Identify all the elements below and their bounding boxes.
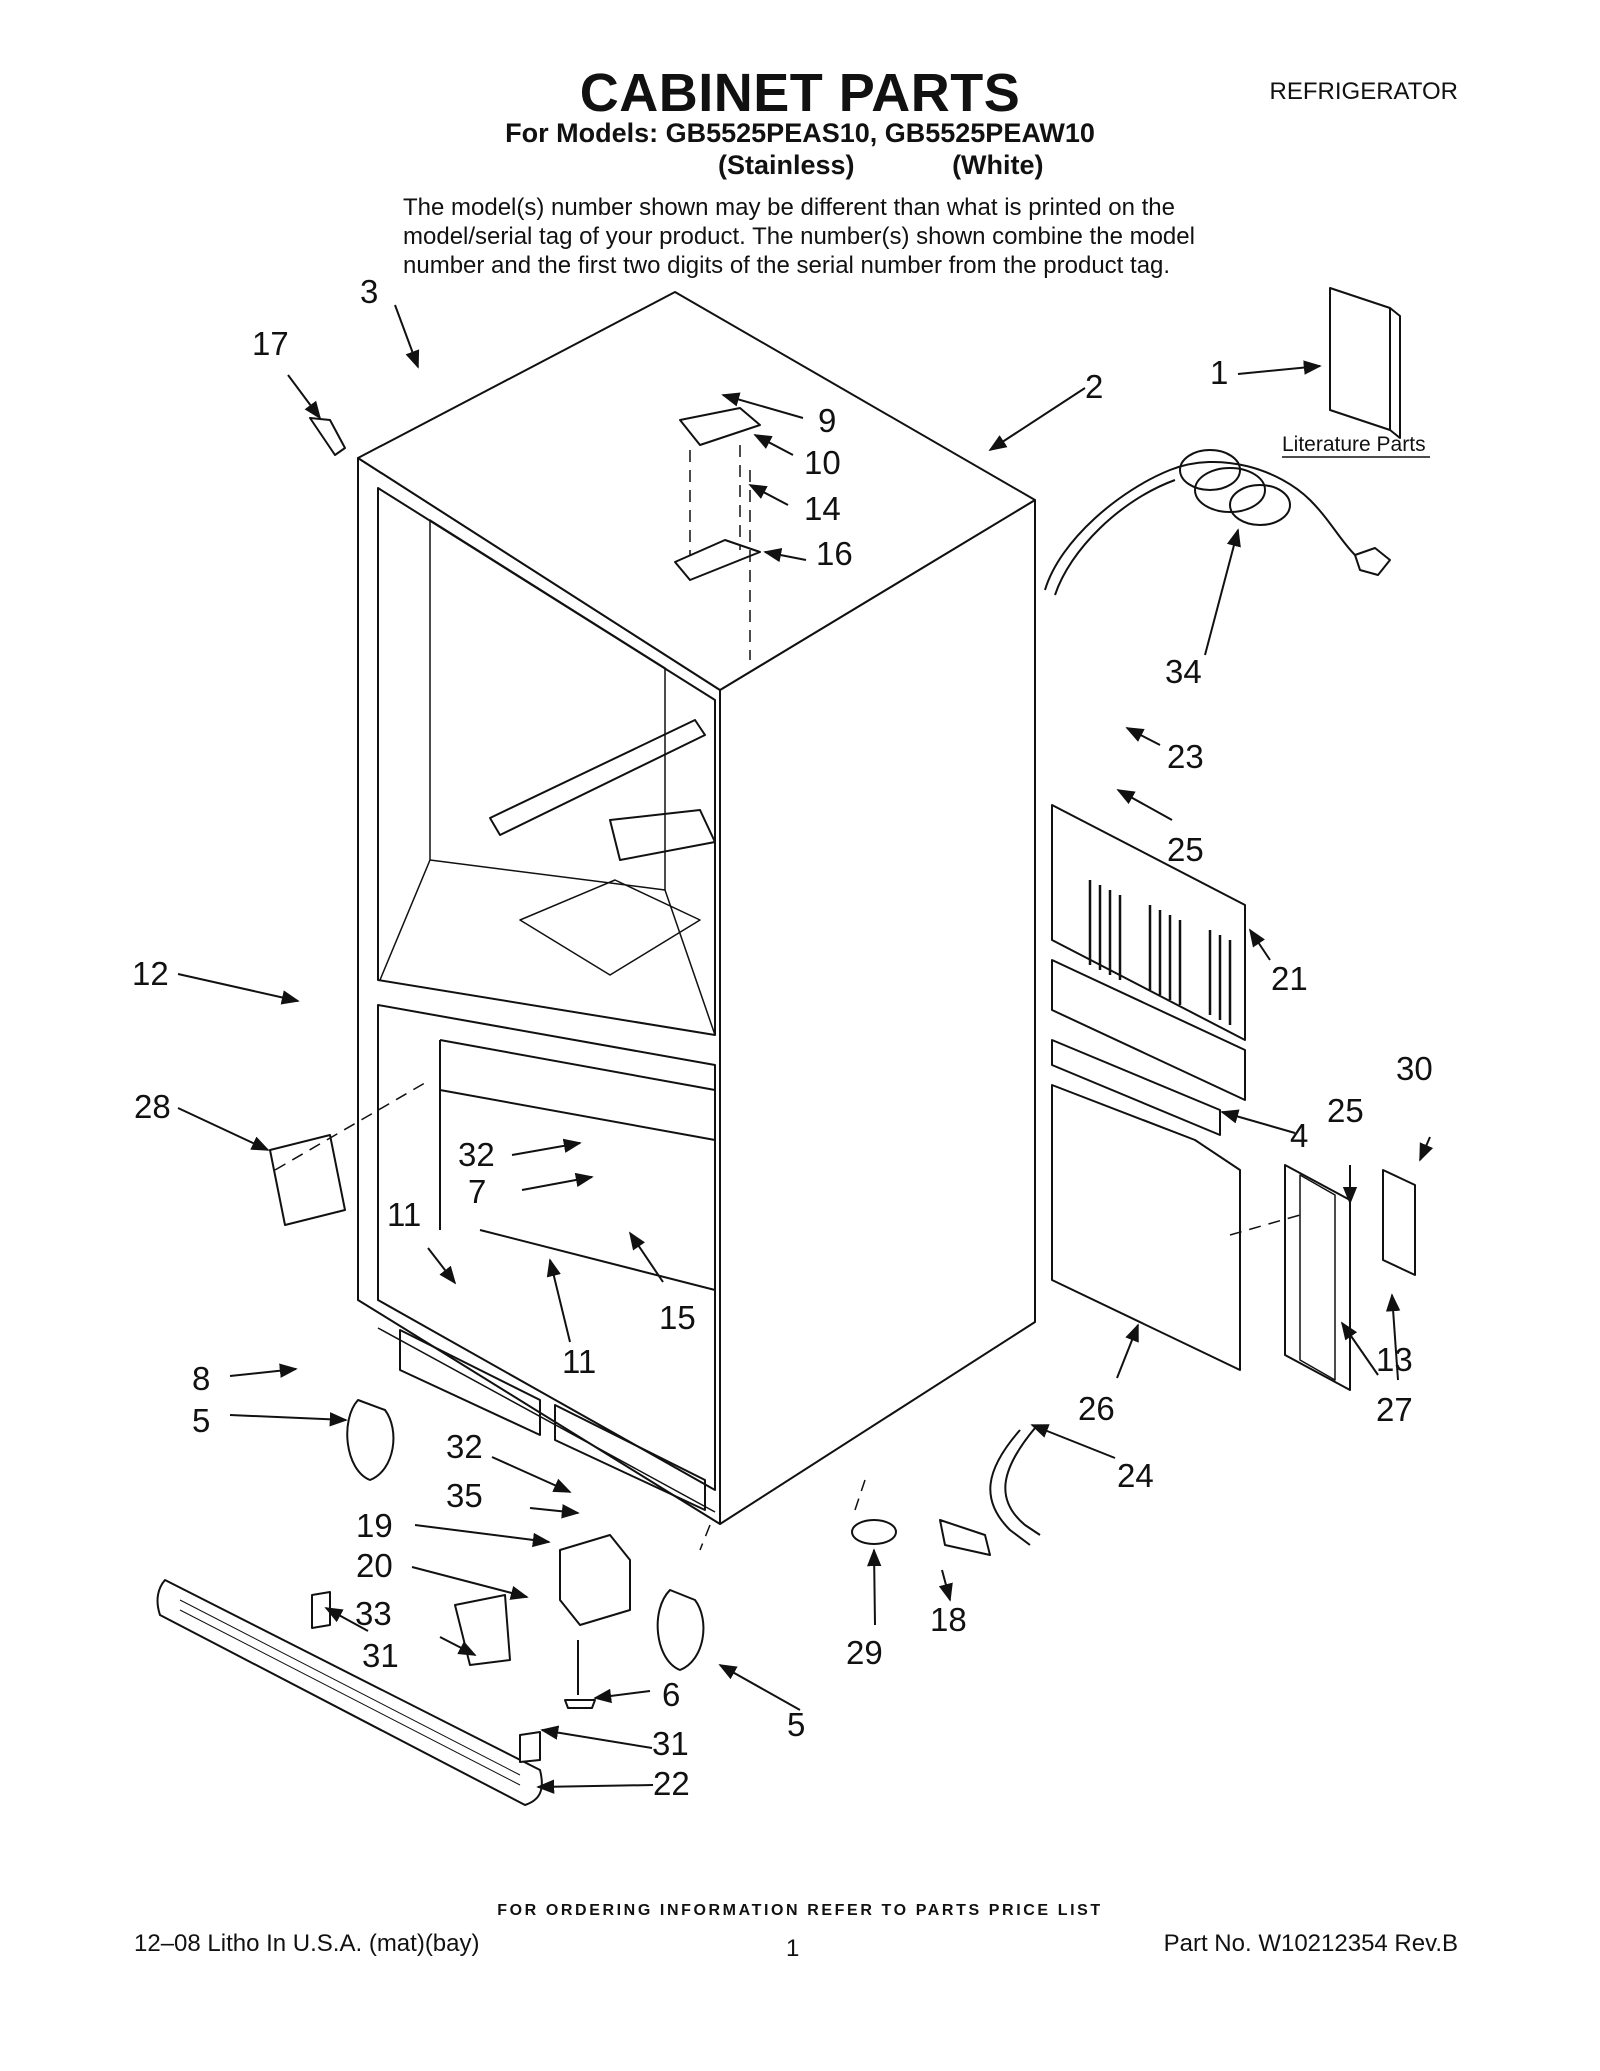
kick-vent-2 (554, 1404, 706, 1511)
litho-info: 12–08 Litho In U.S.A. (mat)(bay) (134, 1930, 480, 1957)
callout-5-left: 5 (192, 1402, 210, 1439)
callout-8: 8 (192, 1360, 210, 1397)
variant-stainless: (Stainless) (718, 150, 855, 180)
callout-23: 23 (1167, 738, 1204, 775)
callout-24: 24 (1117, 1457, 1154, 1494)
literature-parts-label: Literature Parts (1282, 433, 1426, 456)
leveler-6 (564, 1640, 596, 1709)
callout-25-lower: 25 (1327, 1092, 1364, 1129)
category-label: REFRIGERATOR (1269, 78, 1458, 105)
callout-14: 14 (804, 490, 841, 527)
callout-1: 1 (1210, 354, 1228, 391)
callout-32-lower: 32 (446, 1428, 483, 1465)
evap-cover (609, 809, 716, 861)
hinge-cover-10 (679, 407, 761, 446)
back-panel-21 (1051, 804, 1246, 1041)
cover-28 (269, 1134, 346, 1226)
note-line-1: The model(s) number shown may be differe… (403, 194, 1175, 221)
page-title: CABINET PARTS (579, 63, 1021, 123)
models-line: For Models: GB5525PEAS10, GB5525PEAW10 (505, 118, 1095, 148)
bracket-19 (559, 1534, 631, 1626)
callout-21: 21 (1271, 960, 1308, 997)
grommet-29 (851, 1519, 897, 1545)
callout-28: 28 (134, 1088, 171, 1125)
callout-19: 19 (356, 1507, 393, 1544)
callout-5-right: 5 (787, 1706, 805, 1743)
callout-2: 2 (1085, 368, 1103, 405)
callout-13: 13 (1376, 1341, 1413, 1378)
power-cord (1044, 461, 1356, 596)
callout-10: 10 (804, 444, 841, 481)
roller-5-right (656, 1589, 705, 1671)
callout-32-upper: 32 (458, 1136, 495, 1173)
strip-4 (1051, 1039, 1221, 1136)
clip-31-bottom (519, 1731, 541, 1763)
callout-26: 26 (1078, 1390, 1115, 1427)
cabinet-top-outline (357, 291, 1036, 691)
bracket-27 (1284, 1164, 1351, 1391)
freezer-opening (377, 1004, 716, 1491)
callout-11-left: 11 (387, 1196, 421, 1233)
ordering-note: FOR ORDERING INFORMATION REFER TO PARTS … (497, 1902, 1103, 1919)
callout-30: 30 (1396, 1050, 1433, 1087)
callout-7: 7 (468, 1173, 486, 1210)
plate-13 (1382, 1169, 1416, 1276)
callout-35: 35 (446, 1477, 483, 1514)
back-panel-lower (1051, 959, 1246, 1101)
part-number: Part No. W10212354 Rev.B (1163, 1930, 1458, 1957)
callout-3: 3 (360, 273, 378, 310)
callout-27: 27 (1376, 1391, 1413, 1428)
callout-29: 29 (846, 1634, 883, 1671)
callout-31-left: 31 (362, 1637, 399, 1674)
callout-11-lower: 11 (562, 1343, 596, 1380)
roller-5-left (346, 1399, 395, 1481)
variant-white: (White) (952, 150, 1044, 180)
tube-17 (309, 417, 346, 456)
clamp-18 (939, 1519, 991, 1556)
callout-25-upper: 25 (1167, 831, 1204, 868)
hinge-16 (674, 539, 761, 581)
callout-9: 9 (818, 402, 836, 439)
note-line-2: model/serial tag of your product. The nu… (403, 223, 1195, 250)
callout-12: 12 (132, 955, 169, 992)
callout-34: 34 (1165, 653, 1202, 690)
callout-18: 18 (930, 1601, 967, 1638)
callout-6: 6 (662, 1676, 680, 1713)
callout-31-right: 31 (652, 1725, 689, 1762)
callout-15: 15 (659, 1299, 696, 1336)
page-number: 1 (786, 1935, 800, 1962)
callout-33: 33 (355, 1595, 392, 1632)
clip-31-top (311, 1591, 331, 1629)
callout-17: 17 (252, 325, 289, 362)
callout-16: 16 (816, 535, 853, 572)
cover-26 (1051, 1084, 1241, 1371)
kick-vent-1 (399, 1329, 541, 1436)
literature-booklet (1329, 287, 1391, 431)
model-number-note: The model(s) number shown may be differe… (403, 193, 1243, 280)
callout-22: 22 (653, 1765, 690, 1802)
callout-20: 20 (356, 1547, 393, 1584)
clip-33 (454, 1594, 511, 1666)
drain-tube-24 (989, 1429, 1031, 1546)
callout-4: 4 (1290, 1117, 1308, 1154)
variant-row: (Stainless) (White) (718, 150, 1044, 181)
note-line-3: number and the first two digits of the s… (403, 252, 1171, 279)
